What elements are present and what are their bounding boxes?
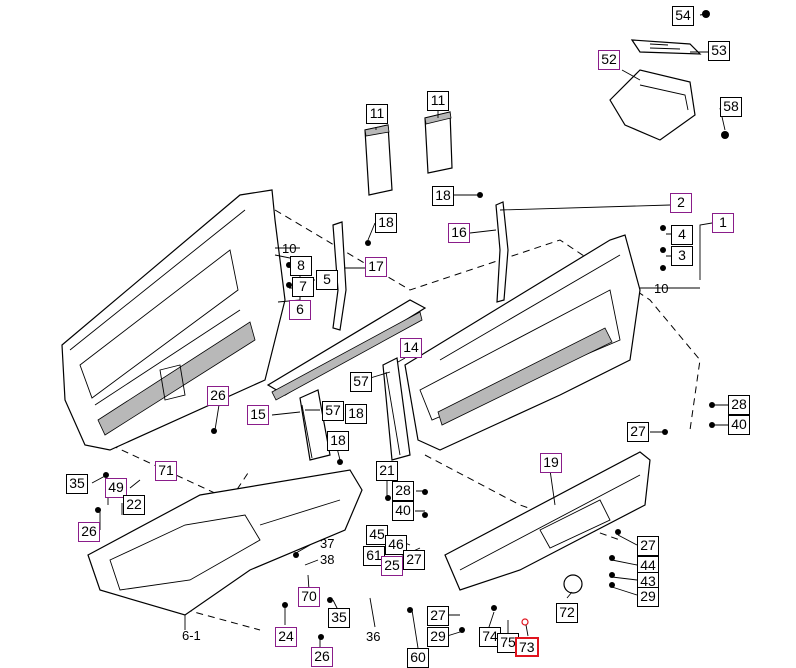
callout-15[interactable]: 15	[247, 405, 269, 425]
callout-35-left[interactable]: 35	[66, 474, 88, 494]
rear-console	[609, 39, 702, 141]
callout-27-bottom[interactable]: 27	[427, 606, 449, 626]
label-38: 38	[320, 552, 335, 567]
callout-21[interactable]: 21	[376, 461, 398, 481]
callout-52[interactable]: 52	[598, 50, 620, 70]
callout-45[interactable]: 45	[366, 525, 388, 545]
callout-29-right[interactable]: 29	[637, 587, 659, 607]
callout-18-top[interactable]: 18	[432, 186, 454, 206]
callout-53[interactable]: 53	[708, 41, 730, 61]
callout-6[interactable]: 6	[289, 300, 311, 320]
callout-40-right[interactable]: 40	[728, 415, 750, 435]
callout-57-left[interactable]: 57	[322, 401, 344, 421]
callout-18-upper-mid[interactable]: 18	[375, 213, 397, 233]
callout-7[interactable]: 7	[292, 277, 314, 297]
left-door-trim-panel	[61, 189, 301, 451]
callout-26-left-lower[interactable]: 26	[78, 522, 100, 542]
callout-26-left-upper[interactable]: 26	[207, 386, 229, 406]
callout-57-right[interactable]: 57	[350, 372, 372, 392]
callout-24[interactable]: 24	[275, 627, 297, 647]
callout-60[interactable]: 60	[407, 648, 429, 668]
label-6-1: 6-1	[182, 628, 201, 643]
callout-35-bottom[interactable]: 35	[328, 608, 350, 628]
callout-22[interactable]: 22	[123, 495, 145, 515]
callout-16[interactable]: 16	[448, 223, 470, 243]
callout-40-center[interactable]: 40	[392, 501, 414, 521]
callout-44[interactable]: 44	[637, 556, 659, 576]
callout-17[interactable]: 17	[365, 257, 387, 277]
callout-26-bottom[interactable]: 26	[311, 647, 333, 667]
callout-46[interactable]: 46	[385, 535, 407, 555]
callout-58[interactable]: 58	[720, 97, 742, 117]
label-36: 36	[366, 629, 381, 644]
callout-49[interactable]: 49	[105, 478, 127, 498]
callout-5[interactable]: 5	[316, 270, 338, 290]
callout-29-bottom[interactable]: 29	[427, 627, 449, 647]
callout-3[interactable]: 3	[671, 246, 693, 266]
callout-28-center[interactable]: 28	[392, 481, 414, 501]
floor-carpet	[87, 469, 363, 630]
right-rocker-trim	[444, 451, 651, 591]
pillar-trims	[332, 201, 509, 331]
callout-4[interactable]: 4	[671, 225, 693, 245]
callout-11-left[interactable]: 11	[366, 104, 388, 124]
callout-1[interactable]: 1	[712, 213, 734, 233]
upper-pads	[364, 111, 453, 196]
callout-27-center[interactable]: 27	[403, 550, 425, 570]
callout-71[interactable]: 71	[155, 461, 177, 481]
callout-14[interactable]: 14	[400, 338, 422, 358]
label-10-right: 10	[654, 281, 669, 296]
callout-25[interactable]: 25	[381, 556, 403, 576]
callout-74[interactable]: 74	[479, 627, 501, 647]
center-sill-strip	[266, 299, 427, 461]
callout-8[interactable]: 8	[290, 256, 312, 276]
callout-70[interactable]: 70	[298, 587, 320, 607]
callout-18-mid[interactable]: 18	[345, 404, 367, 424]
callout-19[interactable]: 19	[540, 453, 562, 473]
callout-18-low[interactable]: 18	[327, 431, 349, 451]
callout-2[interactable]: 2	[670, 193, 692, 213]
label-37: 37	[320, 536, 335, 551]
callout-11-right[interactable]: 11	[427, 91, 449, 111]
callout-73-highlighted[interactable]: 73	[515, 637, 539, 657]
right-door-trim-panel	[404, 234, 641, 451]
label-10-left: 10	[282, 241, 297, 256]
callout-75[interactable]: 75	[497, 633, 519, 653]
callout-27-right-lower[interactable]: 27	[637, 536, 659, 556]
callout-54[interactable]: 54	[672, 6, 694, 26]
callout-28-right[interactable]: 28	[728, 395, 750, 415]
callout-72[interactable]: 72	[556, 603, 578, 623]
callout-27-right-upper[interactable]: 27	[627, 422, 649, 442]
callout-61[interactable]: 61	[363, 546, 385, 566]
